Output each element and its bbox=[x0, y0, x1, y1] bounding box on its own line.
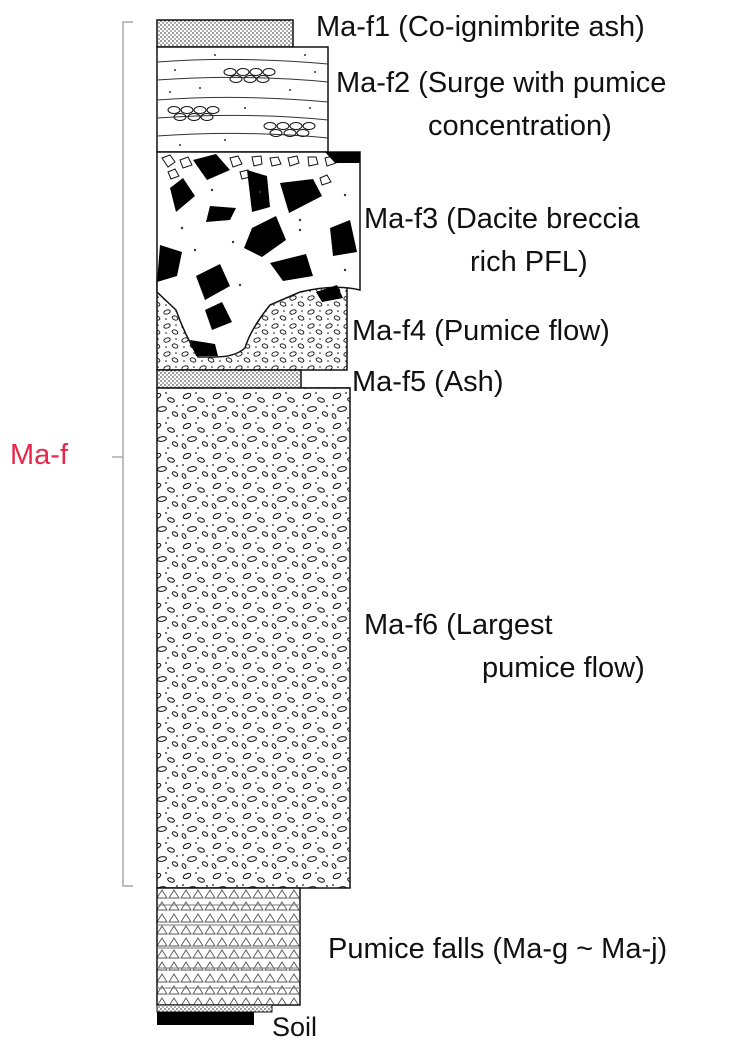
label-ma-f2-line2: concentration) bbox=[428, 109, 612, 143]
label-ma-f3-line2: rich PFL) bbox=[470, 245, 588, 279]
label-ma-f3: Ma-f3 (Dacite breccia bbox=[364, 202, 640, 236]
ma-f-bracket bbox=[123, 22, 133, 886]
layer-ma-f6 bbox=[157, 388, 350, 888]
label-ma-f6: Ma-f6 (Largest bbox=[364, 608, 553, 642]
label-ma-f4: Ma-f4 (Pumice flow) bbox=[352, 314, 610, 348]
group-label-ma-f: Ma-f bbox=[10, 438, 68, 472]
layer-ma-f5 bbox=[157, 370, 350, 388]
label-ma-f1: Ma-f1 (Co-ignimbrite ash) bbox=[316, 10, 645, 44]
label-ma-f5: Ma-f5 (Ash) bbox=[352, 365, 503, 399]
layer-ma-f2 bbox=[157, 47, 328, 152]
label-ma-f2: Ma-f2 (Surge with pumice bbox=[336, 66, 666, 100]
layer-ma-f1 bbox=[157, 20, 293, 47]
label-pumice-falls: Pumice falls (Ma-g ~ Ma-j) bbox=[328, 932, 667, 966]
label-ma-f6-line2: pumice flow) bbox=[482, 651, 645, 685]
label-soil: Soil bbox=[272, 1010, 317, 1044]
layer-pumice-falls bbox=[157, 888, 300, 1005]
layer-soil bbox=[157, 1005, 272, 1025]
